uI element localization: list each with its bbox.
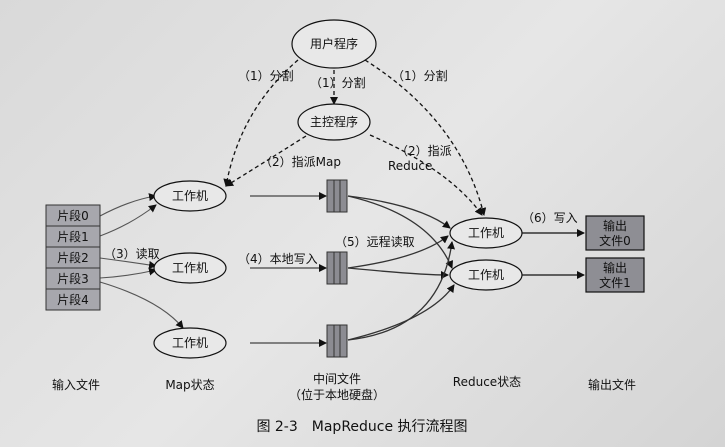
map-worker-1 — [153, 180, 227, 212]
col-intermediate-1: 中间文件 — [313, 371, 361, 386]
split-0: 片段0 — [57, 208, 89, 223]
label-assign-reduce-1: （2）指派 — [396, 143, 452, 158]
output-file-0-line2: 文件0 — [599, 233, 631, 248]
user-program-node — [291, 19, 377, 69]
label-read: （3）读取 — [104, 247, 160, 261]
input-splits: 片段0 片段1 片段2 片段3 片段4 — [45, 204, 101, 311]
figure-caption: 图 2-3 MapReduce 执行流程图 — [256, 419, 467, 435]
col-intermediate-2: （位于本地硬盘） — [289, 387, 385, 402]
output-file-0-line1: 输出 — [603, 218, 627, 233]
map-worker-2-label: 工作机 — [172, 261, 208, 275]
split-3: 片段3 — [57, 271, 89, 286]
arrow-fork-left — [223, 59, 299, 187]
label-fork-mid: （1）分割 — [310, 75, 366, 90]
arrow-assign-reduce — [369, 134, 483, 216]
map-worker-1-label: 工作机 — [172, 189, 208, 203]
output-file-1-line1: 输出 — [603, 260, 627, 275]
col-output-files: 输出文件 — [588, 377, 636, 392]
reduce-worker-1 — [449, 217, 523, 249]
reduce-worker-2-label: 工作机 — [468, 268, 504, 282]
split-2: 片段2 — [57, 250, 89, 265]
arrow-fork-right — [364, 59, 487, 216]
map-worker-2 — [153, 252, 227, 284]
reduce-worker-2 — [449, 259, 523, 291]
output-file-0 — [585, 215, 645, 251]
reduce-worker-1-label: 工作机 — [468, 226, 504, 240]
map-worker-3-label: 工作机 — [172, 336, 208, 350]
output-file-1 — [585, 257, 645, 293]
label-write: （6）写入 — [522, 211, 578, 225]
label-remote-read: （5）远程读取 — [335, 234, 415, 249]
label-assign-map: （2）指派Map — [260, 154, 341, 169]
label-local-write: （4）本地写入 — [238, 252, 318, 266]
label-assign-reduce-2: Reduce — [388, 159, 432, 173]
remote-read-arrows — [347, 195, 456, 341]
local-write-arrows — [250, 192, 327, 347]
output-file-1-line2: 文件1 — [599, 275, 631, 290]
split-4: 片段4 — [57, 292, 89, 307]
write-arrows — [522, 229, 585, 279]
col-input-files: 输入文件 — [52, 377, 100, 392]
col-map-phase: Map状态 — [165, 378, 214, 392]
split-1: 片段1 — [57, 229, 89, 244]
dashed-arrows — [223, 59, 487, 216]
master-node — [297, 103, 371, 141]
read-arrows — [99, 193, 184, 329]
label-fork-right: （1）分割 — [392, 68, 448, 83]
label-fork-left: （1）分割 — [238, 68, 294, 83]
user-program-label: 用户程序 — [310, 36, 358, 51]
arrow-assign-map — [225, 135, 307, 187]
intermediate-files — [326, 179, 348, 358]
map-worker-3 — [153, 327, 227, 359]
master-label: 主控程序 — [310, 114, 358, 129]
col-reduce-phase: Reduce状态 — [453, 375, 521, 389]
